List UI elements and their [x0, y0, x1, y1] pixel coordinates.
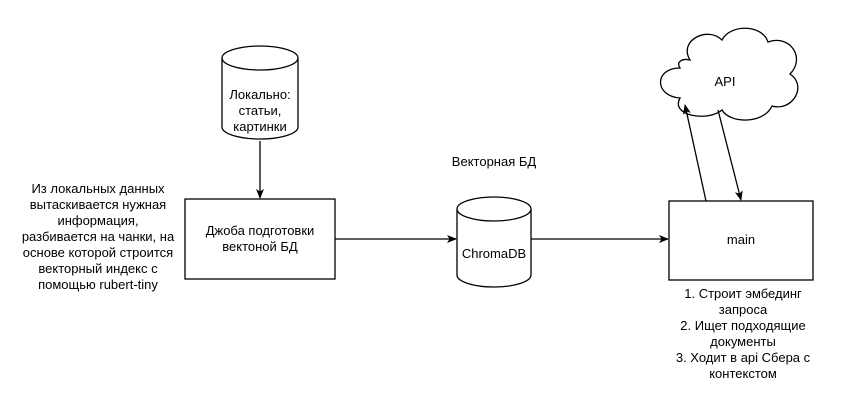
local-db-label: Локально: статьи, картинки — [229, 87, 291, 134]
api-cloud-shape — [660, 27, 799, 121]
api-cloud-label: API — [714, 74, 736, 89]
job-box — [184, 198, 336, 280]
arrow-main-to-api — [683, 104, 707, 202]
chroma-db-label: ChromaDB — [461, 246, 527, 261]
job-box-label: Джоба подготовки вектоной БД — [205, 223, 315, 254]
arrow-api-to-main — [717, 109, 743, 201]
vector-db-title: Векторная БД — [451, 154, 537, 169]
left-annotation: Из локальных данных вытаскивается нужная… — [21, 181, 175, 292]
local-db-cylinder — [221, 45, 299, 140]
main-steps-annotation: 1. Строит эмбединг запроса 2. Ищет подхо… — [675, 286, 811, 381]
main-box-label: main — [726, 232, 756, 247]
chroma-db-cylinder — [456, 196, 532, 288]
main-box — [668, 200, 814, 281]
